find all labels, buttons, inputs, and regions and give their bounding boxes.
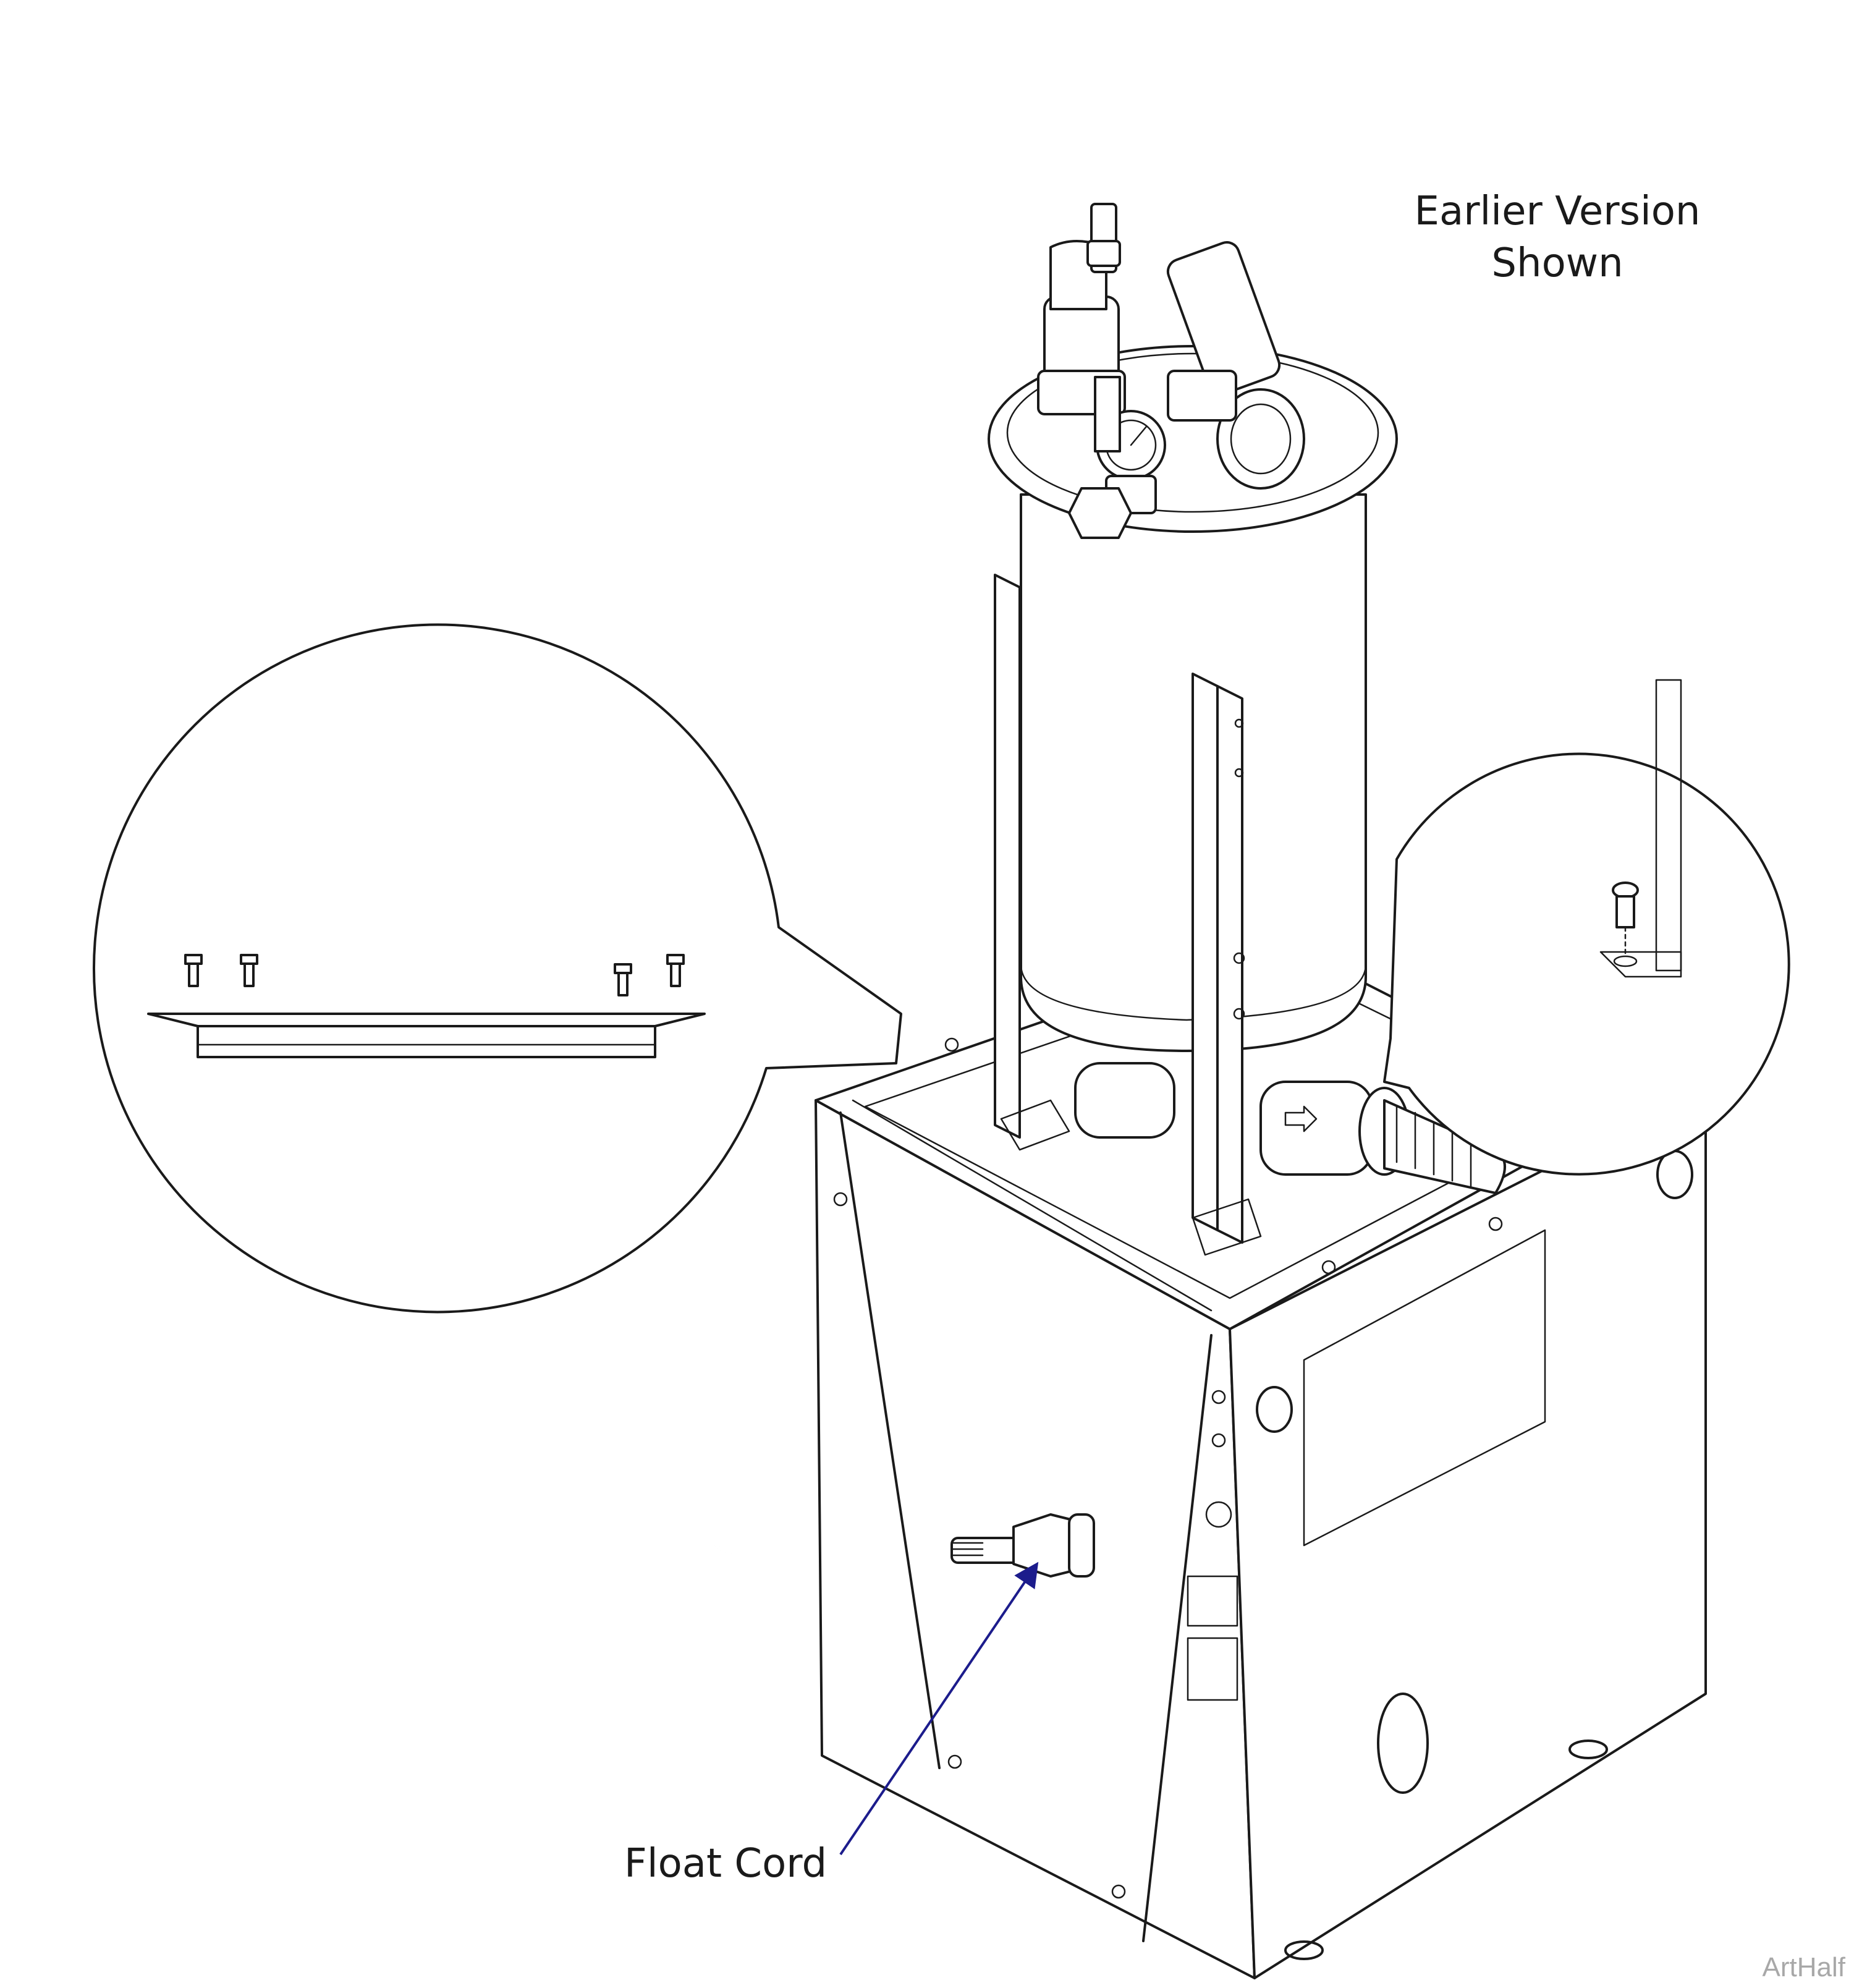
version-note-line1: Earlier Version [1414,189,1701,234]
detail-callout-left [92,623,902,1314]
bottom-piping [1074,1062,1506,1194]
float-cord-cable [709,49,1106,1555]
detail-callout-right [1383,679,1790,1176]
support-rails [994,574,1262,1256]
float-cord-connector [950,1513,1095,1578]
tank-top-fittings [1037,203,1305,539]
version-note-line2: Shown [1491,240,1623,286]
detail-screws-left [184,954,685,996]
version-note: Earlier Version Shown [1347,185,1767,289]
float-cord-label: Float Cord [624,1841,828,1887]
art-credit: ArtHalf [1762,1952,1845,1982]
float-cord-leader [839,1561,1039,1856]
